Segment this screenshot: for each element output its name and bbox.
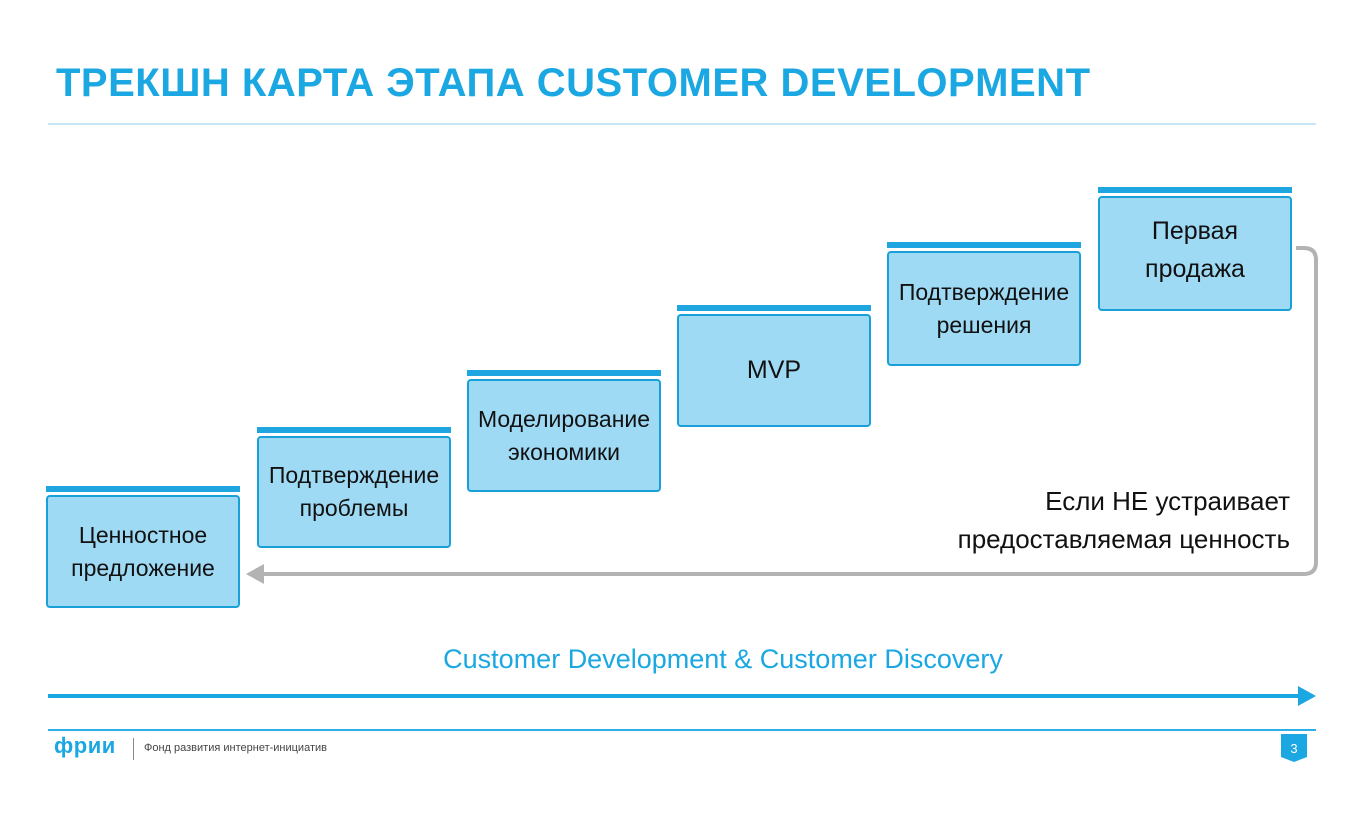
step-top-bar: [46, 486, 240, 492]
timeline-label: Customer Development & Customer Discover…: [443, 644, 1003, 674]
organization-name: Фонд развития интернет-инициатив: [144, 742, 327, 754]
timeline-arrowhead-icon: [1298, 686, 1316, 706]
footer-divider: [48, 729, 1316, 731]
page-number-badge: 3: [1281, 734, 1307, 762]
loop-condition-note: Если НЕ устраивает предоставляемая ценно…: [957, 486, 1290, 554]
slide-title: ТРЕКШН КАРТА ЭТАПА CUSTOMER DEVELOPMENT: [56, 61, 1091, 105]
step-top-bar: [467, 370, 661, 376]
step-label: Моделирование экономики: [477, 405, 651, 465]
step-box: Первая продажа: [1098, 196, 1292, 311]
step-top-bar: [887, 242, 1081, 248]
step-box: Подтверждение проблемы: [257, 436, 451, 548]
step-box: Ценностное предложение: [46, 495, 240, 608]
step-label: Ценностное предложение: [71, 521, 215, 581]
frii-logo: фрии: [54, 733, 116, 758]
loop-back-arrowhead-icon: [246, 564, 264, 584]
step-label: Подтверждение проблемы: [268, 462, 440, 521]
step-top-bar: [677, 305, 871, 311]
step-box: Моделирование экономики: [467, 379, 661, 492]
step-label: Первая продажа: [1145, 217, 1245, 283]
title-divider: [48, 123, 1316, 125]
loop-back-arrow-line: [262, 246, 1318, 576]
step-box: MVP: [677, 314, 871, 427]
step-top-bar: [257, 427, 451, 433]
step-label: MVP: [746, 356, 802, 384]
logo-separator: [133, 738, 134, 760]
step-label: Подтверждение решения: [898, 278, 1070, 338]
step-top-bar: [1098, 187, 1292, 193]
step-box: Подтверждение решения: [887, 251, 1081, 366]
